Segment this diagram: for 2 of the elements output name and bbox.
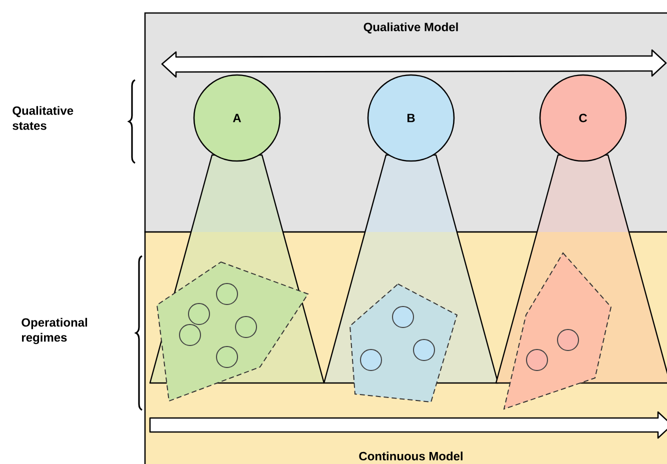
- side-label: Operational regimes: [22, 318, 88, 344]
- side-label: Qualitative states: [12, 106, 74, 130]
